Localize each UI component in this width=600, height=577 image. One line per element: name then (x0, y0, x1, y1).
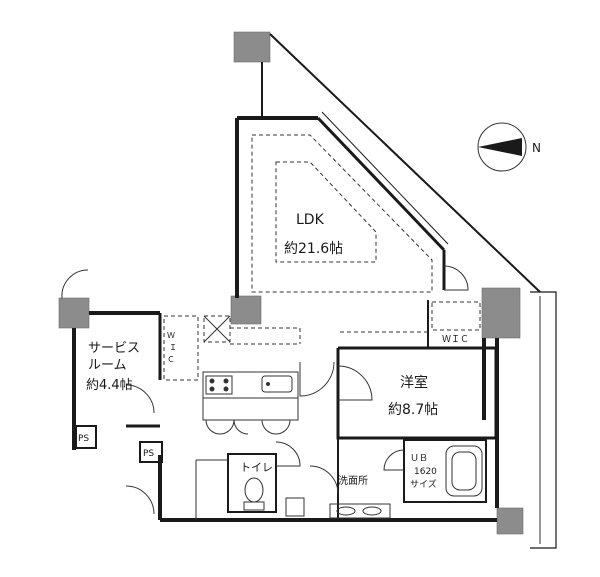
wic-left-letter-c: Ｃ (167, 355, 175, 364)
column-left (58, 297, 90, 329)
wic-right-label: ＷＩＣ (442, 335, 469, 345)
wic-left-letter-i: Ｉ (169, 343, 177, 352)
ldk-ceiling-outline (230, 134, 433, 345)
column-bottom-right (496, 507, 524, 535)
toilet-bowl (244, 477, 264, 503)
washing-machine-pan (285, 497, 305, 517)
service-room-name-line2: ルーム (88, 358, 127, 373)
toilet-label: トイレ (240, 461, 273, 474)
fixtures (205, 375, 483, 519)
balcony (261, 33, 557, 549)
column-right (481, 287, 521, 339)
service-room-size: 約4.4帖 (86, 378, 133, 393)
ub-size: 1620 (414, 467, 437, 477)
outer-walls (72, 111, 499, 522)
service-room-name-line1: サービス (88, 341, 140, 356)
compass: N (477, 122, 541, 172)
ps-left-label: PS (78, 434, 89, 444)
ps-center-label: PS (143, 449, 154, 459)
doors (61, 265, 469, 515)
stove (205, 375, 233, 395)
interior-walls (75, 300, 498, 520)
compass-north-label: N (532, 141, 541, 155)
column-center (230, 295, 262, 325)
ldk-size: 約21.6帖 (284, 241, 343, 257)
wic-left-letter-w: Ｗ (167, 331, 175, 340)
ub-suffix: サイズ (410, 478, 437, 490)
compass-needle-icon (478, 138, 522, 156)
western-room-size: 約8.7帖 (388, 402, 438, 418)
column-top (233, 31, 271, 63)
ub-code: ＵＢ (410, 454, 428, 464)
bathtub (445, 445, 483, 497)
western-room-name: 洋室 (400, 374, 428, 391)
washroom-label: 洗面所 (338, 475, 368, 487)
kitchen-sink (261, 375, 293, 393)
ldk-name: LDK (296, 212, 325, 228)
closet-hatches (163, 301, 481, 381)
wash-basin (329, 503, 391, 519)
